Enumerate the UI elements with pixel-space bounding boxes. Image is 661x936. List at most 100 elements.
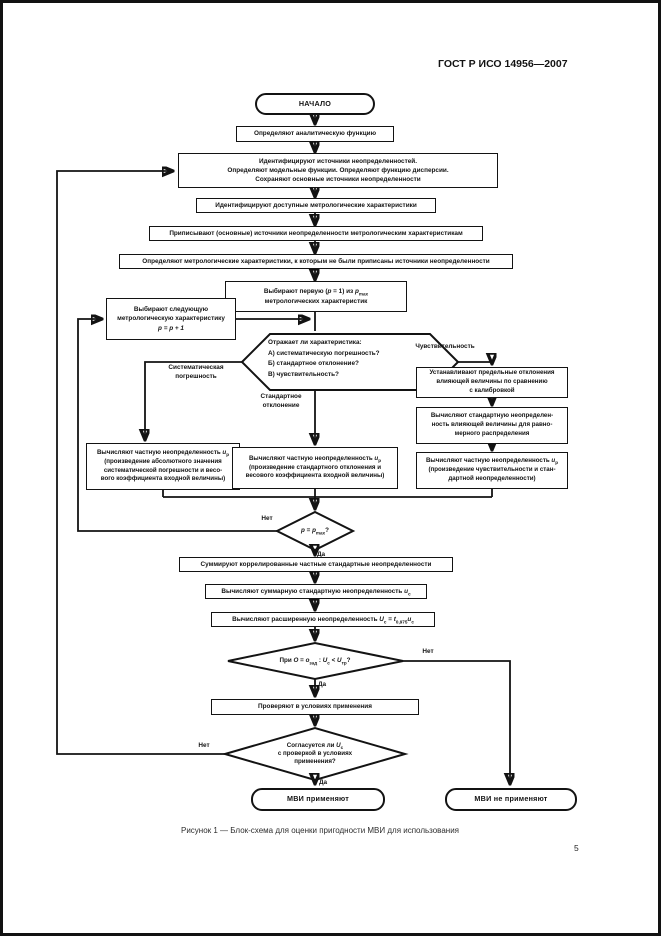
pmax-formula: p = pmax?: [301, 527, 329, 535]
text-fragment: Вычисляют частную неопределенность: [425, 457, 552, 465]
branch-label-stddev: Стандартное отклонение: [260, 393, 302, 409]
box-expanded-label: Вычисляют расширенную неопределенность U…: [232, 615, 414, 624]
var-U: U: [379, 615, 384, 623]
document-title: ГОСТ Р ИСО 14956—2007: [438, 58, 568, 70]
text-fragment: с проверкой в условиях применения?: [277, 749, 353, 766]
page-number: 5: [574, 843, 579, 853]
box-analytic-label: Определяют аналитическую функцию: [253, 130, 377, 138]
text-fragment: =: [386, 615, 394, 623]
hexagon-question-text: Отражает ли характеристика: А) системати…: [268, 338, 446, 380]
box-identify-sources: Идентифицируют источники неопределенност…: [178, 153, 498, 188]
text-fragment: (произведение абсолютного значения систе…: [100, 457, 226, 483]
subscript-max: max: [358, 291, 369, 297]
requirement-question-text: При О = озад : Uc < Uтр?: [235, 654, 395, 668]
subscript-c: c: [411, 619, 414, 625]
text-fragment: (произведение чувствительности и стан- д…: [428, 466, 556, 482]
decision-agree-diamond: [221, 726, 409, 782]
var-p: p: [301, 526, 305, 534]
end-use-terminator: МВИ применяют: [251, 788, 385, 811]
var-O: О: [293, 656, 299, 664]
text-fragment: Вычисляют расширенную неопределенность: [232, 615, 380, 623]
agree-yes-label: Да: [319, 779, 328, 786]
var-U: U: [336, 741, 341, 749]
connector-branch-sensitivity: [458, 362, 492, 363]
subscript-p: p: [555, 460, 559, 466]
agree-question-text: Согласуется ли Uc с проверкой в условиях…: [240, 737, 390, 771]
hex-option-c: В) чувствительность?: [268, 370, 339, 378]
var-U: U: [322, 656, 328, 664]
var-U: U: [337, 656, 342, 664]
subscript-p: p: [378, 458, 382, 464]
var-u: u: [374, 454, 379, 462]
text-fragment: Вычисляют суммарную стандартную неопреде…: [221, 587, 405, 595]
subscript-p: p: [226, 452, 230, 458]
var-o: о: [305, 656, 310, 664]
text-fragment: Вычисляют частную неопределенность: [248, 454, 375, 462]
text-fragment: Согласуется ли: [286, 741, 337, 749]
start-label: НАЧАЛО: [298, 98, 332, 108]
var-p: p: [327, 288, 332, 296]
text-fragment: =: [298, 656, 306, 664]
box-sum-label: Суммируют коррелированные частные станда…: [200, 560, 432, 568]
subscript-c: c: [327, 660, 330, 666]
box-limit-deviations: Устанавливают предельные отклонения влия…: [416, 367, 568, 398]
box-partial-stddev: Вычисляют частную неопределенность up (п…: [232, 447, 398, 489]
requirement-no-label: Нет: [422, 648, 434, 655]
box-partial-sensitivity-label: Вычисляют частную неопределенность up (п…: [426, 457, 558, 483]
text-fragment: При: [279, 656, 294, 664]
hex-option-b: Б) стандартное отклонение?: [268, 360, 359, 368]
text-fragment: ?: [325, 526, 329, 534]
pmax-no-label: Нет: [261, 515, 273, 522]
box-select-first-label: Выбирают первую (p = 1) из pmax метролог…: [264, 287, 368, 305]
branch-label-sensitivity: Чувствительность: [415, 343, 475, 350]
subscript-max: max: [315, 530, 326, 536]
subscript-req: тр: [341, 660, 347, 666]
box-define-label: Определяют метрологические характеристик…: [142, 257, 490, 265]
box-select-next-label: Выбирают следующую метрологическую харак…: [117, 305, 225, 332]
box-partial-sensitivity: Вычисляют частную неопределенность up (п…: [416, 452, 568, 489]
box-std-uniform: Вычисляют стандартную неопределен- ность…: [416, 407, 568, 444]
box-expanded-uncertainty: Вычисляют расширенную неопределенность U…: [211, 612, 435, 627]
agree-formula: Согласуется ли Uc с проверкой в условиях…: [278, 742, 352, 766]
var-p: p: [355, 288, 359, 296]
requirement-formula: При О = озад : Uc < Uтр?: [279, 657, 350, 665]
box-check-label: Проверяют в условиях применения: [258, 703, 372, 711]
box-sum-correlated: Суммируют коррелированные частные станда…: [179, 557, 453, 572]
end-use-label: МВИ применяют: [286, 794, 350, 804]
end-nouse-terminator: МВИ не применяют: [445, 788, 577, 811]
branch-label-systematic: Систематическая погрешность: [168, 364, 224, 380]
loop-agree-no: [56, 171, 225, 755]
hex-option-a: А) систематическую погрешность?: [268, 349, 380, 357]
box-partial-stddev-label: Вычисляют частную неопределенность up (п…: [246, 455, 385, 481]
box-available-label: Идентифицируют доступные метрологические…: [215, 201, 417, 209]
text-fragment: <: [329, 656, 338, 664]
connector-req-no: [403, 660, 510, 783]
text-fragment: (произведение стандартного отклонения и …: [245, 463, 385, 480]
subscript-0975: 0,975: [395, 619, 408, 625]
subscript-c: c: [408, 591, 411, 597]
var-u: u: [551, 457, 556, 465]
box-combined-label: Вычисляют суммарную стандартную неопреде…: [221, 587, 410, 596]
subscript-given: зад: [309, 660, 318, 666]
start-terminator: НАЧАЛО: [255, 93, 375, 115]
text-fragment: Выбирают следующую метрологическую харак…: [117, 306, 225, 323]
box-std-uniform-label: Вычисляют стандартную неопределен- ность…: [430, 412, 554, 437]
box-limit-deviations-label: Устанавливают предельные отклонения влия…: [429, 369, 555, 394]
agree-no-label: Нет: [198, 742, 210, 749]
figure-caption: Рисунок 1 — Блок-схема для оценки пригод…: [180, 826, 460, 835]
requirement-yes-label: Да: [318, 681, 327, 688]
connector-branch-systematic: [145, 361, 242, 439]
text-fragment: = 1) из: [331, 288, 356, 296]
text-fragment: ?: [346, 656, 351, 664]
var-t: t: [393, 615, 396, 623]
box-assign-label: Приписывают (основные) источники неопред…: [169, 229, 463, 237]
text-fragment: =: [304, 526, 313, 534]
var-u: u: [222, 448, 227, 456]
box-available-characteristics: Идентифицируют доступные метрологические…: [196, 198, 436, 213]
box-partial-systematic: Вычисляют частную неопределенность up (п…: [86, 443, 240, 490]
box-select-next: Выбирают следующую метрологическую харак…: [106, 298, 236, 340]
subscript-c: c: [340, 745, 344, 751]
var-u: u: [407, 615, 412, 623]
